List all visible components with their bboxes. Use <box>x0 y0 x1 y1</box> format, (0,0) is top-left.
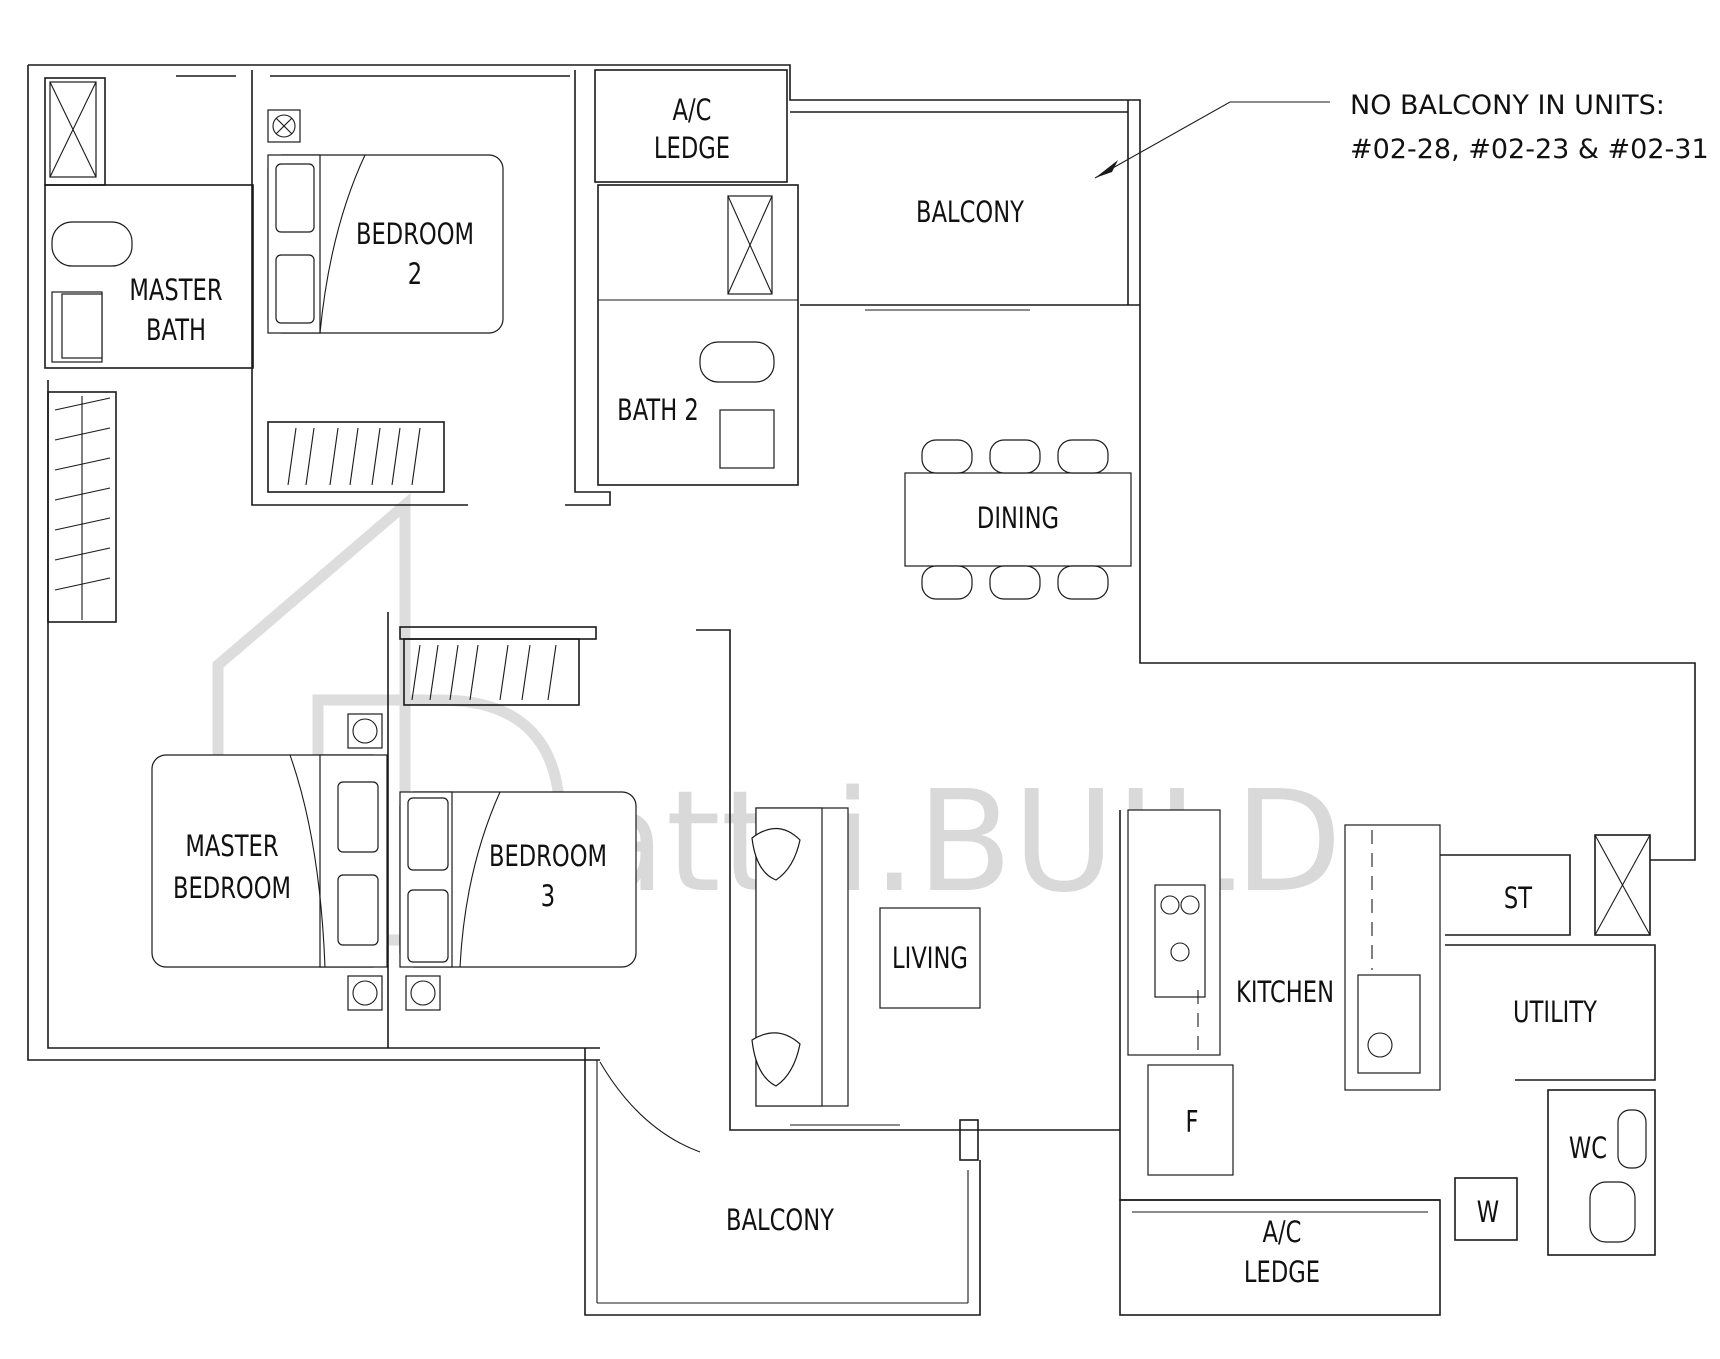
ac-ledge-bottom: A/C LEDGE <box>1119 1199 1441 1316</box>
room-label-balcony-bottom: BALCONY <box>726 1204 834 1237</box>
washer <box>1454 1177 1518 1241</box>
unit-note: NO BALCONY IN UNITS: #02-28, #02-23 & #0… <box>1094 90 1709 179</box>
basin-icon <box>719 409 775 469</box>
room-label-bedroom-2-2: 2 <box>408 258 422 291</box>
wardrobe-left <box>47 391 117 623</box>
bedrooms-lower: MASTER BEDROOM BEDROOM 3 <box>151 612 637 1048</box>
washer-label: W <box>1477 1196 1499 1229</box>
service-rooms: W ST UTILITY WC <box>1440 834 1656 1256</box>
watermark-text: attri.BUILD <box>580 761 1342 924</box>
dining-table <box>904 472 1132 567</box>
room-label-kitchen: KITCHEN <box>1236 976 1334 1009</box>
ac-unit-icon <box>347 713 441 1011</box>
ac-ledge-top: A/C LEDGE <box>594 69 788 183</box>
master-bath: MASTER BATH <box>44 77 254 623</box>
toilet-icon <box>51 221 133 267</box>
wardrobe-bedroom-2 <box>267 421 445 493</box>
coffee-table <box>879 907 981 1009</box>
balcony-bottom: BALCONY <box>584 1048 981 1316</box>
room-label-ac-ledge-top-1: A/C <box>673 94 712 127</box>
living: LIVING <box>696 629 1120 1161</box>
balcony-top: BALCONY <box>790 100 1140 311</box>
sink-icon <box>1357 974 1421 1074</box>
stove-icon <box>1154 884 1206 998</box>
room-label-bedroom-3-1: BEDROOM <box>489 840 607 873</box>
room-label-wc: WC <box>1569 1132 1607 1165</box>
toilet-icon <box>699 341 775 383</box>
kitchen: F KITCHEN <box>1119 809 1441 1201</box>
note-line-1: NO BALCONY IN UNITS: <box>1350 90 1665 121</box>
shower-icon <box>1594 834 1651 936</box>
room-label-master-bedroom-2: BEDROOM <box>173 872 291 905</box>
bedroom-2: BEDROOM 2 <box>251 70 611 506</box>
room-label-master-bedroom-1: MASTER <box>185 830 278 863</box>
room-label-st: ST <box>1504 882 1532 915</box>
wardrobe-bedroom-3 <box>403 638 580 706</box>
room-label-dining: DINING <box>977 502 1059 535</box>
room-label-living: LIVING <box>892 942 968 975</box>
basin-icon <box>1617 1109 1647 1169</box>
fridge <box>1147 1064 1234 1176</box>
room-label-utility: UTILITY <box>1513 996 1597 1029</box>
note-line-2: #02-28, #02-23 & #02-31 <box>1350 134 1709 165</box>
fridge-label: F <box>1185 1106 1198 1139</box>
toilet-icon <box>1589 1181 1636 1243</box>
room-label-ac-ledge-top-2: LEDGE <box>654 132 730 165</box>
room-label-balcony-top: BALCONY <box>916 196 1024 229</box>
room-label-ac-ledge-bottom-1: A/C <box>1263 1216 1302 1249</box>
room-label-bedroom-3-2: 3 <box>541 880 555 913</box>
room-label-master-bath-1: MASTER <box>129 274 222 307</box>
bath-2: BATH 2 <box>597 184 799 486</box>
room-label-master-bath-2: BATH <box>146 314 206 347</box>
room-label-bedroom-2-1: BEDROOM <box>356 218 474 251</box>
room-label-bath-2: BATH 2 <box>617 394 699 427</box>
room-label-ac-ledge-bottom-2: LEDGE <box>1244 1256 1320 1289</box>
dining: DINING <box>904 439 1132 600</box>
